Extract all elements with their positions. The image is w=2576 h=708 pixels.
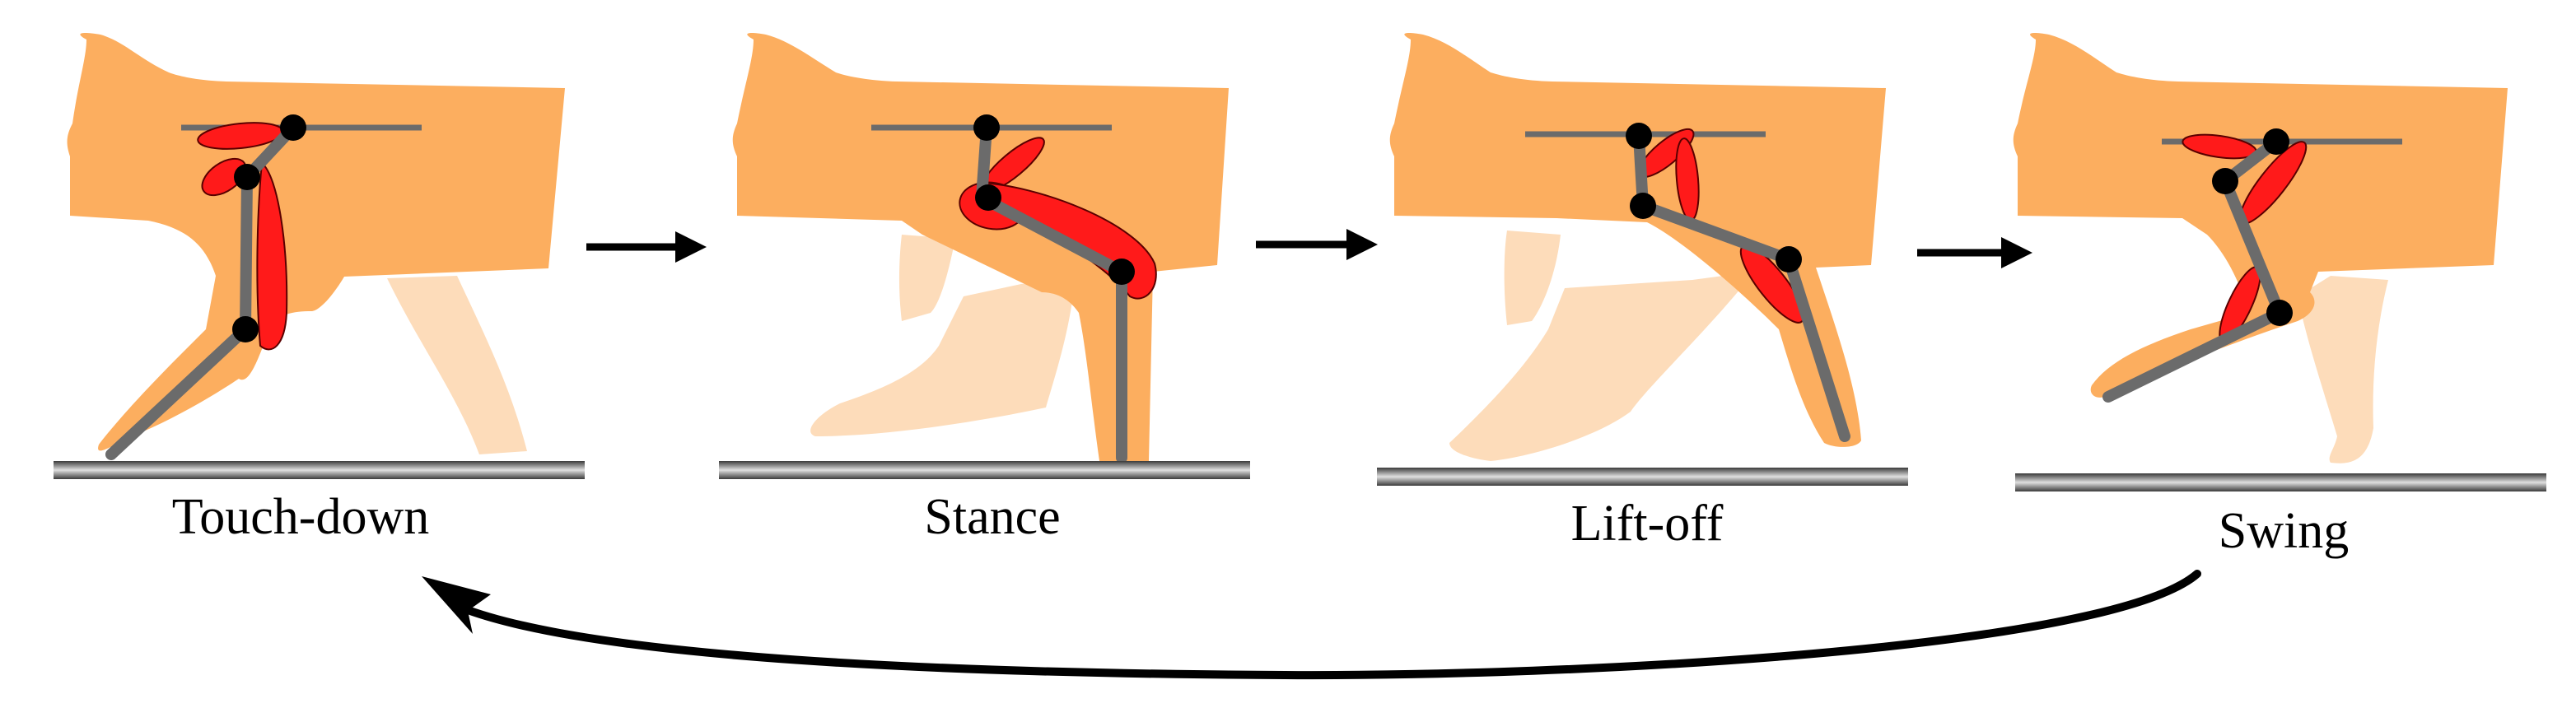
ground-bar — [719, 461, 1250, 479]
joint-dot-icon — [973, 114, 1000, 141]
joint-dot-icon — [2266, 300, 2293, 326]
ground-bar — [2015, 473, 2546, 491]
cat-body — [732, 33, 1229, 461]
ghost-hind-leg — [1504, 231, 1561, 325]
phase-label-touch-down: Touch-down — [172, 489, 429, 545]
joint-dot-icon — [1630, 193, 1656, 219]
ghost-hind-leg — [898, 235, 955, 321]
forelimb-bones — [976, 122, 1127, 463]
forelimb-bones — [105, 122, 299, 460]
joint-dot-icon — [280, 114, 306, 141]
joint-dot-icon — [2212, 168, 2238, 194]
phase-swing: Swing — [2013, 33, 2546, 559]
phase-touch-down: Touch-down — [54, 33, 585, 545]
ghost-hind-leg — [810, 280, 1075, 436]
joint-dot-icon — [1626, 123, 1652, 149]
ghost-hind-leg — [1449, 272, 1754, 461]
forelimb-bones — [1633, 130, 1850, 442]
joint-dot-icon — [1776, 246, 1802, 272]
ghost-hind-leg — [387, 276, 527, 454]
right-arrow-icon — [1917, 237, 2032, 268]
cat-body — [67, 33, 565, 451]
return-arrow-icon — [422, 570, 2201, 680]
ground-bar — [54, 461, 585, 479]
joint-dot-icon — [2263, 128, 2289, 155]
phase-lift-off: Lift-off — [1377, 33, 1908, 552]
right-arrow-icon — [586, 231, 707, 263]
joint-dot-icon — [1108, 259, 1135, 285]
phase-stance: Stance — [719, 33, 1250, 545]
joint-dot-icon — [232, 316, 259, 342]
muscle — [256, 161, 288, 351]
ghost-hind-leg — [2298, 276, 2388, 463]
joint-dot-icon — [975, 184, 1001, 211]
forelimb-bones — [2102, 136, 2285, 403]
phase-label-lift-off: Lift-off — [1571, 496, 1724, 552]
muscle — [201, 157, 247, 197]
phase-label-swing: Swing — [2219, 503, 2349, 559]
ground-bar — [1377, 468, 1908, 486]
joint-dot-icon — [234, 164, 260, 190]
phase-label-stance: Stance — [924, 489, 1060, 545]
right-arrow-icon — [1256, 229, 1378, 260]
